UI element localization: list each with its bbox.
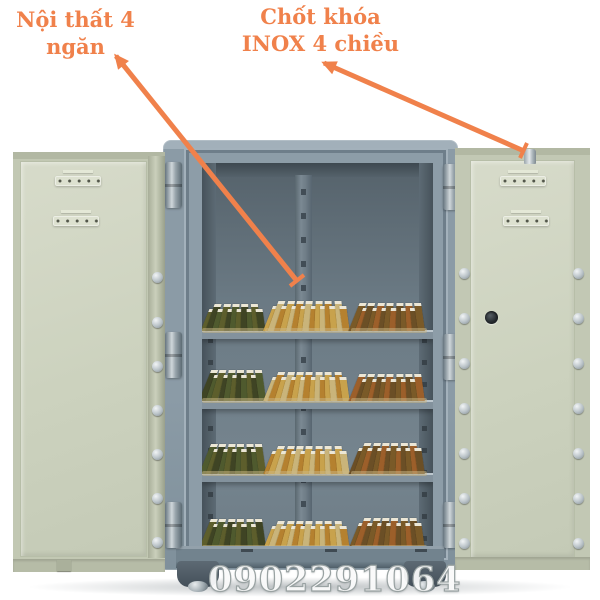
money-stack [348,298,427,333]
left-door-top-edge [13,152,165,159]
left-door-rivet-plate-1 [55,170,101,186]
money-stack [348,515,427,550]
foot-ball-right [415,581,435,592]
shelf-peg-holes-right [422,338,427,543]
money-stack [202,441,266,476]
annotation-interior-line1: Nội thất 4 [16,7,135,32]
hinge-left-middle [165,332,182,378]
base-screw-slot [325,549,337,552]
lock-bolt-arrow [321,60,526,154]
right-door [455,148,590,570]
divider-slots [301,189,306,534]
shelf-1 [202,330,433,339]
right-door-lock-bolts-inner [457,148,472,570]
right-door-bottom-edge [455,557,590,570]
left-door [13,152,165,572]
interior-ceiling [202,163,433,177]
left-door-lock-bolts [150,152,165,572]
right-door-lock-bolts-outer [571,148,586,570]
top-locking-bolt [524,149,536,164]
annotation-lock-line2: INOX 4 chiều [241,31,400,57]
foot-right [404,561,446,592]
foot-ball-left [188,581,208,592]
money-stack [202,368,266,403]
key-lock-hole [485,311,498,324]
money-stack [348,368,427,403]
hinge-left-top [165,162,182,208]
left-door-rivet-plate-2 [53,210,99,226]
annotation-lock-line1: Chốt khóa [260,4,381,29]
left-door-bottom-edge [13,559,165,572]
base-screw-slot [415,549,427,552]
annotation-lock-label: Chốt khóa INOX 4 chiều [233,3,408,58]
foot-left [177,561,219,592]
money-stack [263,368,353,403]
shelf-2 [202,400,433,409]
money-stack [263,515,353,550]
safe-interior [202,163,433,557]
annotation-interior-line2: ngăn [46,34,105,60]
annotation-interior-label: Nội thất 4 ngăn [8,6,143,61]
base-screw-slot [241,549,253,552]
right-door-inner-panel [470,160,575,558]
money-stack [348,441,427,476]
money-stack [202,298,266,333]
phone-number-watermark: 0902291064 [207,558,462,600]
right-door-top-edge [455,148,590,155]
money-stack [202,515,266,550]
right-door-rivet-plate-1 [500,170,546,186]
right-door-rivet-plate-2 [503,210,549,226]
shelf-peg-holes-left [208,338,213,543]
hinge-left-bottom [165,502,182,548]
left-door-bottom-bolt [57,560,71,571]
shelf-3 [202,473,433,482]
money-stack [263,441,353,476]
money-stack [262,298,353,333]
shelf-divider-post [295,175,312,549]
